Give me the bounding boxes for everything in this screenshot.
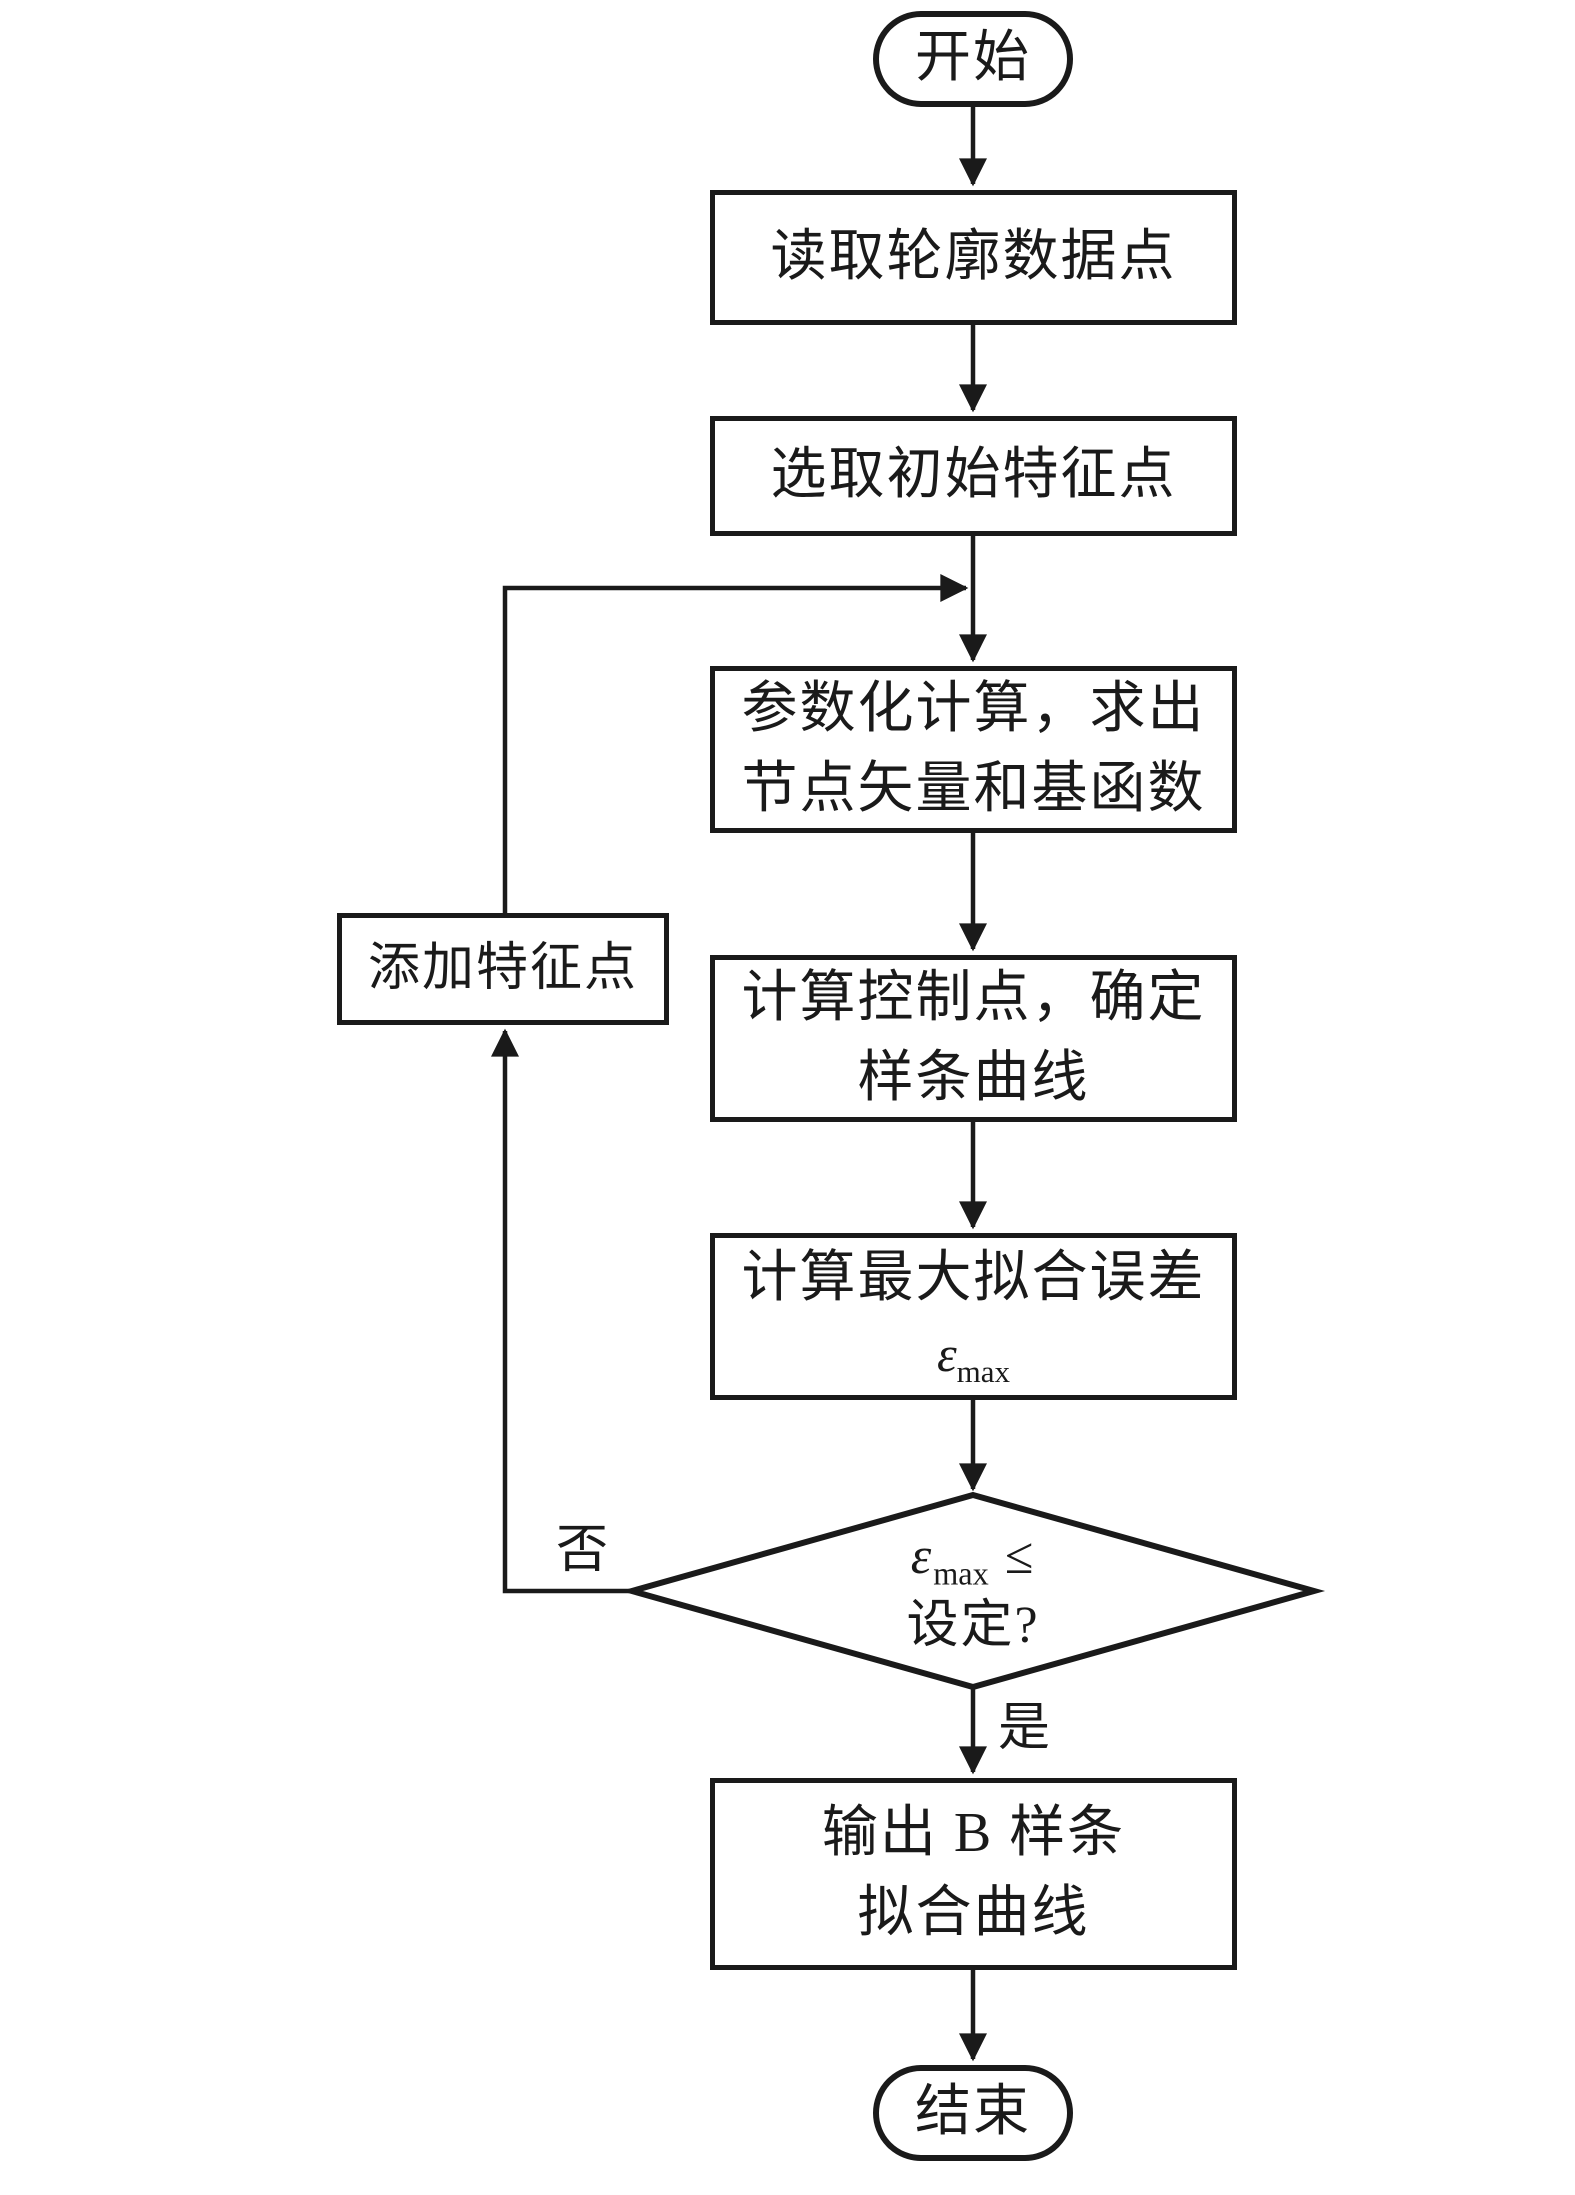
add-feature-label: 添加特征点 xyxy=(367,940,638,998)
epsilon-symbol: ε xyxy=(936,1325,957,1382)
node-parameterization: 参数化计算，求出 节点矢量和基函数 xyxy=(710,666,1237,833)
edge-label-no: 否 xyxy=(555,1522,608,1579)
node-add-feature-points: 添加特征点 xyxy=(337,913,669,1025)
node-compute-control-points: 计算控制点，确定 样条曲线 xyxy=(710,955,1237,1122)
read-points-label: 读取轮廓数据点 xyxy=(770,225,1177,288)
end-label: 结束 xyxy=(915,2081,1031,2144)
leq-operator: ≤ xyxy=(1004,1527,1036,1585)
decision-diamond-text: εmax ≤ 设定? xyxy=(790,1508,1156,1674)
decision-condition: εmax ≤ xyxy=(911,1524,1036,1594)
node-end-terminal: 结束 xyxy=(873,2065,1073,2161)
decision-line2: 设定? xyxy=(906,1597,1040,1655)
node-output-bspline-curve: 输出 B 样条 拟合曲线 xyxy=(710,1778,1237,1970)
node-compute-max-fitting-error: 计算最大拟合误差 εmax xyxy=(710,1233,1237,1400)
start-label: 开始 xyxy=(915,27,1031,90)
max-error-symbol: εmax xyxy=(937,1319,1010,1394)
parameterize-line2: 节点矢量和基函数 xyxy=(741,757,1206,820)
output-line1: 输出 B 样条 xyxy=(821,1802,1126,1865)
parameterize-line1: 参数化计算，求出 xyxy=(741,677,1206,740)
control-points-line2: 样条曲线 xyxy=(857,1046,1090,1109)
node-select-initial-feature-points: 选取初始特征点 xyxy=(710,416,1237,536)
epsilon-subscript: max xyxy=(956,1353,1011,1389)
output-line2: 拟合曲线 xyxy=(857,1882,1090,1944)
node-read-contour-points: 读取轮廓数据点 xyxy=(710,190,1237,325)
connector-add-feature-to-mainline xyxy=(502,574,969,913)
epsilon-symbol: ε xyxy=(910,1527,934,1585)
edge-label-yes: 是 xyxy=(998,1700,1051,1757)
select-initial-label: 选取初始特征点 xyxy=(770,444,1177,507)
max-error-line1: 计算最大拟合误差 xyxy=(741,1247,1206,1310)
epsilon-subscript: max xyxy=(933,1555,989,1592)
connector-decision-no-to-add-feature xyxy=(491,1028,632,1594)
control-points-line1: 计算控制点，确定 xyxy=(741,966,1206,1029)
node-start-terminal: 开始 xyxy=(873,11,1073,107)
